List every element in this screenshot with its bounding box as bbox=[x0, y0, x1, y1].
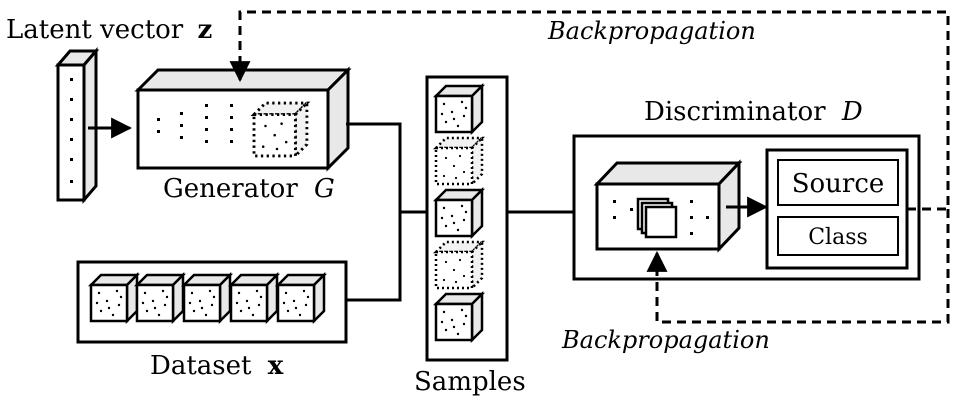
source-label: Source bbox=[792, 169, 885, 199]
class-label: Class bbox=[808, 225, 868, 250]
dataset-label: Dataset x bbox=[150, 351, 284, 381]
samples-label: Samples bbox=[414, 367, 526, 397]
source-output bbox=[777, 159, 899, 206]
backprop-top-label: Backpropagation bbox=[547, 17, 756, 45]
samples-block bbox=[425, 75, 509, 362]
sample-fake-cube-icon bbox=[434, 136, 484, 186]
dataset-cube-icon bbox=[182, 273, 232, 323]
feature-maps-icon bbox=[636, 197, 678, 239]
dataset-cube-icon bbox=[135, 273, 185, 323]
discriminator-dots bbox=[613, 200, 709, 235]
discriminator-block bbox=[572, 134, 921, 281]
dataset-cube-icon bbox=[276, 273, 326, 323]
generator-dots bbox=[157, 104, 233, 143]
dataset-cube-icon bbox=[229, 273, 279, 323]
sample-real-cube-icon bbox=[434, 292, 484, 342]
class-output bbox=[777, 216, 899, 256]
backprop-bottom-label: Backpropagation bbox=[561, 326, 770, 354]
generator-output-cube-icon bbox=[252, 101, 309, 158]
generator-block bbox=[134, 66, 352, 172]
backprop-discriminator-path bbox=[646, 209, 950, 324]
sample-real-cube-icon bbox=[434, 188, 484, 238]
connector-generator-dataset bbox=[346, 122, 402, 302]
discriminator-label: Discriminator D bbox=[644, 97, 863, 127]
latent-vector bbox=[54, 46, 100, 205]
dataset-block bbox=[76, 260, 348, 344]
sample-real-cube-icon bbox=[434, 84, 484, 134]
latent-vector-label: Latent vector z bbox=[6, 15, 212, 45]
sample-fake-cube-icon bbox=[434, 240, 484, 290]
generator-label: Generator G bbox=[163, 174, 335, 204]
dataset-cube-icon bbox=[89, 273, 139, 323]
backprop-generator-path bbox=[229, 10, 950, 211]
